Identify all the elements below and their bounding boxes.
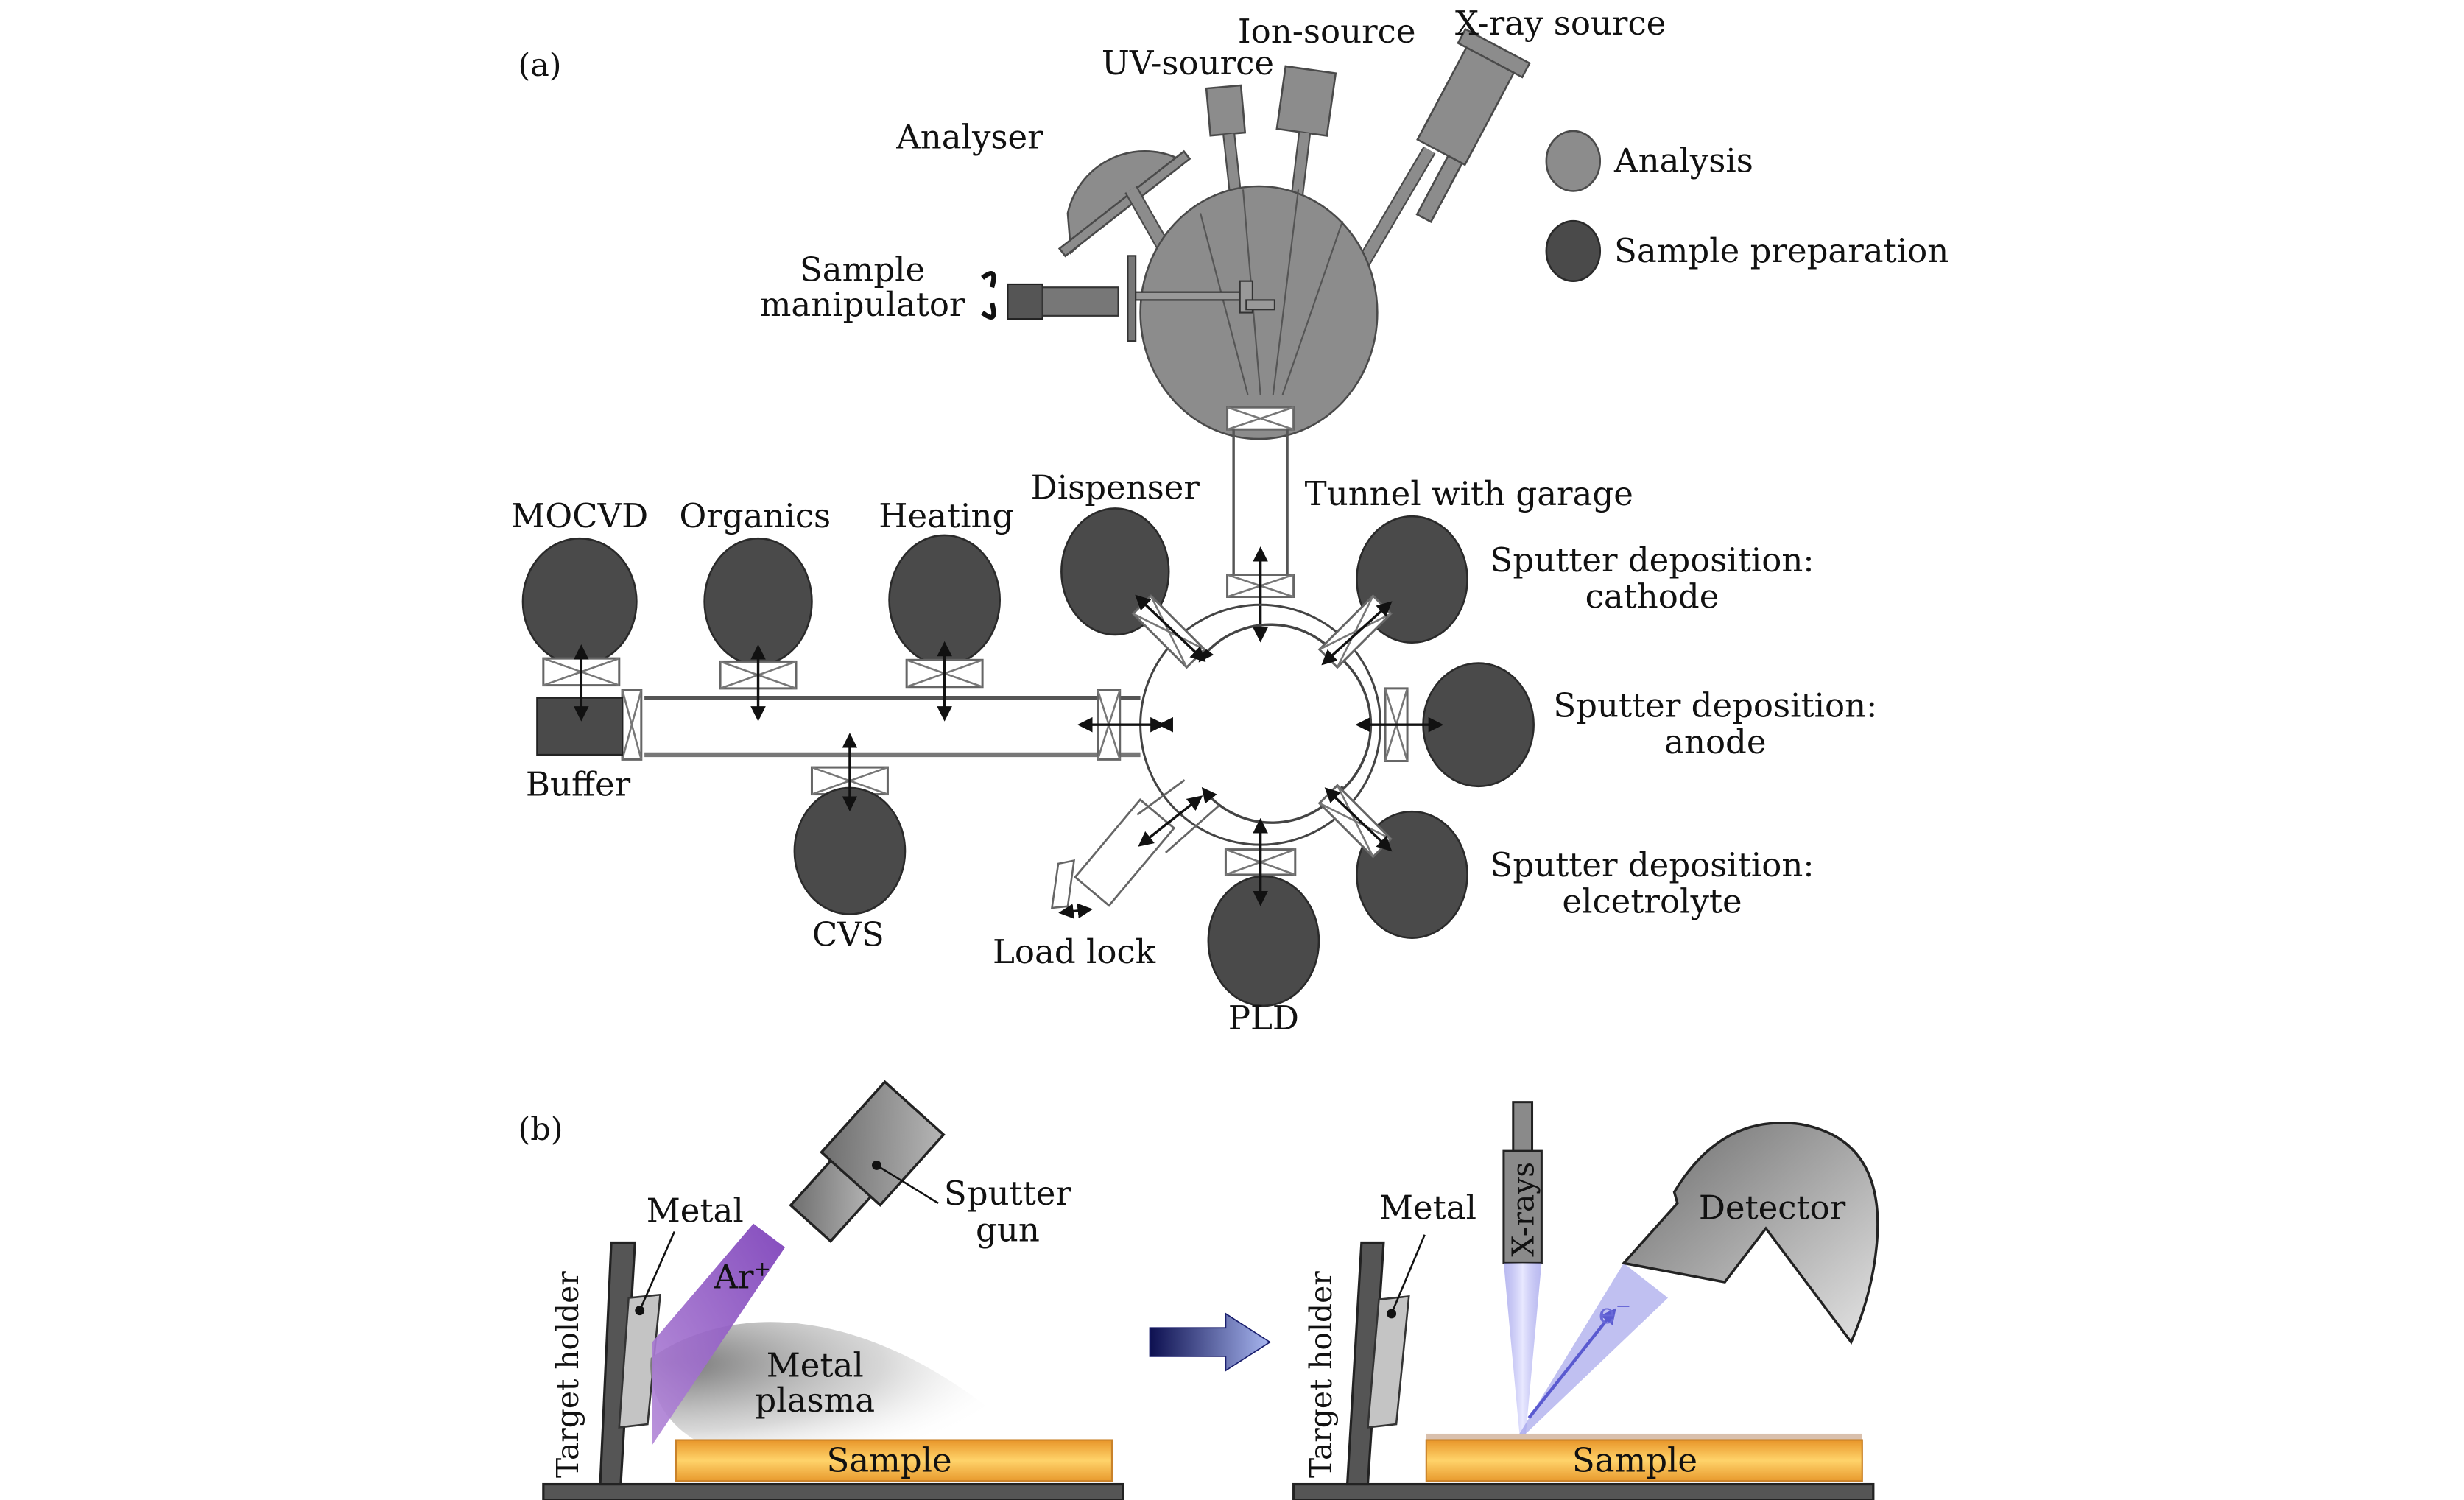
legend-analysis-label: Analysis	[1613, 141, 1753, 180]
sputter-gun-label-1: Sputter	[944, 1174, 1071, 1213]
buffer-label: Buffer	[526, 765, 631, 804]
sample-right	[1425, 1439, 1863, 1482]
detector	[1621, 1122, 1879, 1345]
sputter-gun	[789, 1080, 946, 1243]
metal-plasma	[650, 1322, 1027, 1440]
metal-right-label: Metal	[1379, 1188, 1476, 1227]
sputter-anode-label-1: Sputter deposition:	[1553, 686, 1877, 725]
sample-manipulator[interactable]	[981, 255, 1275, 342]
detector-label: Detector	[1699, 1188, 1846, 1227]
sputter-anode-label-2: anode	[1664, 722, 1766, 761]
xray-source-shape	[1415, 27, 1531, 223]
target-holder-right	[1345, 1241, 1385, 1486]
target-holder-right-label: Target holder	[1303, 1271, 1339, 1478]
metal-left-label: Metal	[647, 1191, 744, 1230]
sample-left-label: Sample	[826, 1440, 951, 1479]
sputter-cathode-label-2: cathode	[1585, 577, 1719, 616]
panel-a-label: (a)	[518, 47, 562, 84]
xray-tube	[1502, 1149, 1543, 1264]
analysis-sphere	[1139, 185, 1379, 440]
panel-a: (a) Analysis Sample preparation	[511, 4, 1949, 1038]
analysis-chamber: Sample manipulator Analyser UV-source Io…	[760, 4, 1666, 440]
xrays-label: X-rays	[1506, 1162, 1541, 1257]
legend-prep-swatch	[1545, 219, 1602, 282]
sputter-electrolyte-label-2: elcetrolyte	[1562, 881, 1742, 920]
electron-label: e−	[1599, 1295, 1631, 1331]
sample-manipulator-label-1: Sample	[800, 250, 925, 289]
legend-prep-label: Sample preparation	[1614, 231, 1949, 270]
xps-setup: X-rays e− Detector Sample Metal Target h…	[1292, 1101, 1879, 1500]
base-plate-right	[1292, 1482, 1875, 1500]
sample-left	[675, 1439, 1113, 1482]
organics-label: Organics	[679, 496, 831, 535]
ion-source-shape	[1275, 65, 1337, 137]
load-lock-label: Load lock	[993, 932, 1156, 971]
metal-target	[618, 1293, 661, 1429]
tunnel: Tunnel with garage	[1226, 406, 1633, 643]
xray-beam	[1503, 1263, 1542, 1434]
chamber-mocvd[interactable]: MOCVD	[511, 496, 648, 722]
chamber-organics[interactable]: Organics	[679, 496, 831, 722]
process-arrow-icon	[1149, 1312, 1272, 1372]
uv-source-shape	[1205, 84, 1247, 137]
target-holder	[599, 1241, 636, 1486]
ar-ion-label: Ar+	[713, 1257, 770, 1297]
chamber-dispenser[interactable]: Dispenser	[1031, 468, 1206, 669]
buffer-chamber[interactable]	[536, 697, 624, 756]
chamber-pld[interactable]: PLD	[1207, 817, 1320, 1038]
ion-source-label: Ion-source	[1238, 12, 1416, 51]
pld-label: PLD	[1228, 999, 1299, 1038]
base-plate	[542, 1482, 1124, 1500]
panel-b: (b) Sample Metal Sputter gun	[518, 1080, 1879, 1500]
analyser-label: Analyser	[895, 118, 1043, 157]
chamber-cvs[interactable]: CVS	[793, 733, 907, 954]
sputter-gun-label-2: gun	[976, 1210, 1040, 1249]
electron-path-arrow	[1527, 1308, 1616, 1419]
plasma-label-1: Metal	[767, 1346, 864, 1385]
argon-ion-beam	[652, 1223, 786, 1445]
electron-beam	[1519, 1263, 1668, 1434]
dispenser-label: Dispenser	[1031, 468, 1200, 507]
analyser-flange	[1057, 149, 1191, 258]
legend: Analysis Sample preparation	[1545, 130, 1949, 282]
xray-source-label: X-ray source	[1455, 4, 1666, 43]
tunnel-label: Tunnel with garage	[1305, 474, 1633, 513]
heating-label: Heating	[879, 496, 1013, 535]
chamber-heating[interactable]: Heating	[879, 496, 1013, 722]
rotate-icon	[981, 270, 996, 320]
mocvd-label: MOCVD	[511, 496, 648, 535]
sample-right-label: Sample	[1572, 1440, 1697, 1479]
chamber-sputter-cathode[interactable]: Sputter deposition: cathode	[1317, 515, 1814, 669]
chamber-sputter-anode[interactable]: Sputter deposition: anode	[1355, 662, 1878, 788]
legend-analysis-swatch	[1545, 130, 1602, 192]
sample-manipulator-label-2: manipulator	[760, 285, 965, 324]
plasma-label-2: plasma	[755, 1381, 875, 1420]
panel-b-label: (b)	[518, 1111, 563, 1148]
load-lock[interactable]: Load lock	[993, 779, 1220, 971]
cvs-label: CVS	[812, 915, 884, 954]
target-holder-left-label: Target holder	[550, 1271, 585, 1478]
sputter-electrolyte-label-1: Sputter deposition:	[1490, 845, 1814, 884]
chamber-sputter-electrolyte[interactable]: Sputter deposition: elcetrolyte	[1317, 784, 1814, 939]
uv-source-label: UV-source	[1102, 43, 1274, 82]
sputter-setup: Sample Metal Sputter gun Ar+ Metal plasm…	[542, 1080, 1124, 1500]
sputter-cathode-label-1: Sputter deposition:	[1490, 541, 1814, 580]
